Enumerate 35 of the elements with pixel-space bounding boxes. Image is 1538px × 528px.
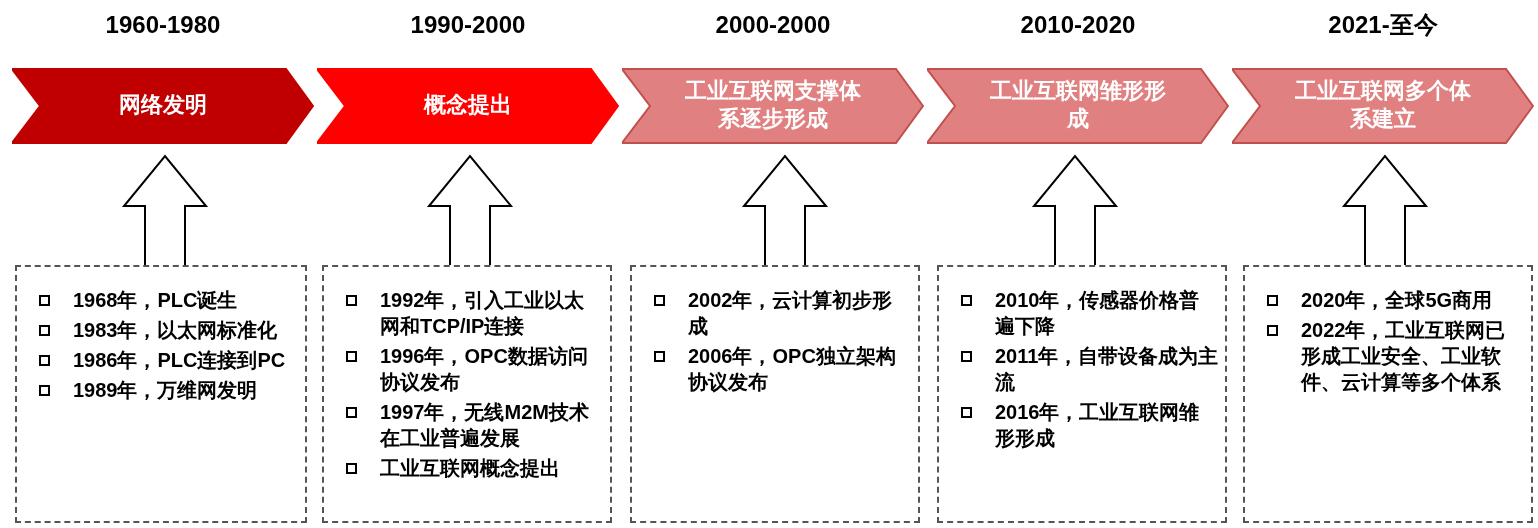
- list-item: 1989年，万维网发明: [73, 378, 259, 403]
- list-item: 1997年，无线M2M技术在工业普遍发展: [380, 400, 590, 451]
- period-heading: 2010-2020: [1019, 10, 1137, 40]
- list-item: 2010年，传感器价格普遍下降: [995, 288, 1201, 339]
- period-heading: 2000-2000: [714, 10, 832, 40]
- list-item: 1986年，PLC连接到PC: [73, 348, 287, 373]
- block-arrow: [741, 154, 829, 266]
- stage-title: 工业互联网支撑体系逐步形成: [684, 77, 862, 133]
- list-item: 工业互联网概念提出: [380, 456, 561, 481]
- list-item: 2022年，工业互联网已形成工业安全、工业软件、云计算等多个体系: [1301, 318, 1507, 395]
- period-heading: 1960-1980: [104, 10, 222, 40]
- list-item: 2006年，OPC独立架构协议发布: [688, 344, 897, 395]
- list-item: 1996年，OPC数据访问协议发布: [380, 344, 589, 395]
- note-box: [937, 265, 1227, 523]
- list-item: 2020年，全球5G商用: [1301, 288, 1494, 313]
- list-item: 2011年，自带设备成为主流: [995, 344, 1219, 395]
- list-item: 1992年，引入工业以太网和TCP/IP连接: [380, 288, 586, 339]
- block-arrow: [1341, 154, 1429, 266]
- note-box: [630, 265, 920, 523]
- period-heading: 2021-至今: [1327, 10, 1439, 40]
- list-item: 1968年，PLC诞生: [73, 288, 239, 313]
- stage-title: 工业互联网雏形形成: [989, 77, 1167, 133]
- note-box: [1243, 265, 1533, 523]
- period-heading: 1990-2000: [409, 10, 527, 40]
- stage-title: 工业互联网多个体系建立: [1294, 77, 1472, 133]
- block-arrow: [121, 154, 209, 266]
- stage-title: 网络发明: [119, 91, 207, 119]
- note-box: [322, 265, 612, 523]
- list-item: 1983年，以太网标准化: [73, 318, 279, 343]
- list-item: 2002年，云计算初步形成: [688, 288, 894, 339]
- list-item: 2016年，工业互联网雏形形成: [995, 400, 1201, 451]
- block-arrow: [1031, 154, 1119, 266]
- note-box: [15, 265, 307, 523]
- block-arrow: [426, 154, 514, 266]
- stage-title: 概念提出: [424, 91, 512, 119]
